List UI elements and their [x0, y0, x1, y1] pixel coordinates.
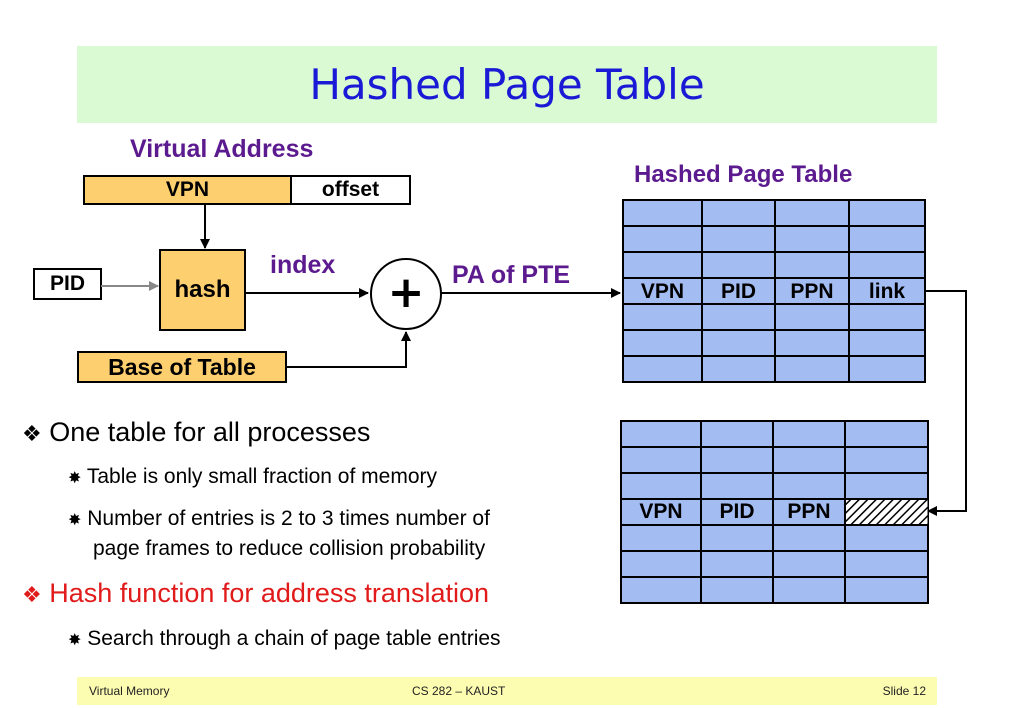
base-of-table-label: Base of Table	[108, 354, 256, 380]
table1-cell-pid: PID	[720, 280, 756, 303]
sub-bullet-1-2-cont: page frames to reduce collision probabil…	[93, 537, 486, 560]
sub-bullet-1-2: ✸ Number of entries is 2 to 3 times numb…	[68, 507, 490, 531]
table1-cell-ppn: PPN	[790, 280, 834, 303]
footer-left: Virtual Memory	[89, 684, 170, 698]
chain-link-arrow	[925, 290, 967, 516]
footer-right: Slide 12	[882, 684, 926, 698]
plus-sign: +	[387, 267, 425, 318]
hashed-page-table-label: Hashed Page Table	[634, 161, 853, 188]
table1-cell-link: link	[868, 280, 906, 303]
table2-cell-pid: PID	[719, 500, 755, 523]
index-label: index	[270, 251, 336, 279]
star-bullet-icon: ✸	[68, 632, 82, 649]
star-bullet-icon: ✸	[68, 512, 82, 529]
footer-bar	[77, 677, 937, 705]
offset-field-box	[290, 175, 411, 205]
table2-cell-vpn: VPN	[639, 500, 683, 523]
title-bar	[77, 46, 937, 123]
bullet-1: ❖ One table for all processes	[22, 417, 370, 448]
pid-label: PID	[49, 272, 85, 295]
hashed-page-table-1	[622, 199, 926, 383]
sub-bullet-1-1: ✸ Table is only small fraction of memory	[68, 465, 437, 489]
sub-bullet-2-1-text: Search through a chain of page table ent…	[87, 627, 501, 650]
base-of-table-box	[77, 351, 287, 383]
sub-bullet-1-2-text: Number of entries is 2 to 3 times number…	[87, 507, 490, 530]
base-to-adder-arrow	[286, 331, 411, 368]
sub-bullet-1-1-text: Table is only small fraction of memory	[86, 465, 437, 488]
footer-center: CS 282 – KAUST	[412, 684, 506, 698]
diamond-bullet-icon: ❖	[22, 582, 42, 607]
diamond-bullet-icon: ❖	[22, 421, 42, 446]
table2-cell-ppn: PPN	[787, 500, 831, 523]
offset-field-label: offset	[321, 178, 380, 201]
page-title: Hashed Page Table	[309, 60, 705, 109]
pid-box	[33, 268, 102, 300]
vpn-field-box	[83, 175, 292, 205]
virtual-address-label: Virtual Address	[130, 135, 314, 163]
hashed-page-table-2	[620, 420, 929, 604]
vpn-field-label: VPN	[165, 178, 210, 201]
sub-bullet-2-1: ✸ Search through a chain of page table e…	[68, 627, 501, 651]
bullet-2-text: Hash function for address translation	[49, 578, 489, 608]
hash-label: hash	[174, 276, 231, 303]
star-bullet-icon: ✸	[68, 470, 82, 487]
null-link-cell	[844, 498, 929, 526]
hash-box	[159, 249, 246, 331]
pa-of-pte-label: PA of PTE	[452, 261, 571, 289]
bullet-2: ❖ Hash function for address translation	[22, 578, 489, 609]
bullet-1-text: One table for all processes	[49, 417, 371, 447]
table1-cell-vpn: VPN	[640, 280, 685, 303]
